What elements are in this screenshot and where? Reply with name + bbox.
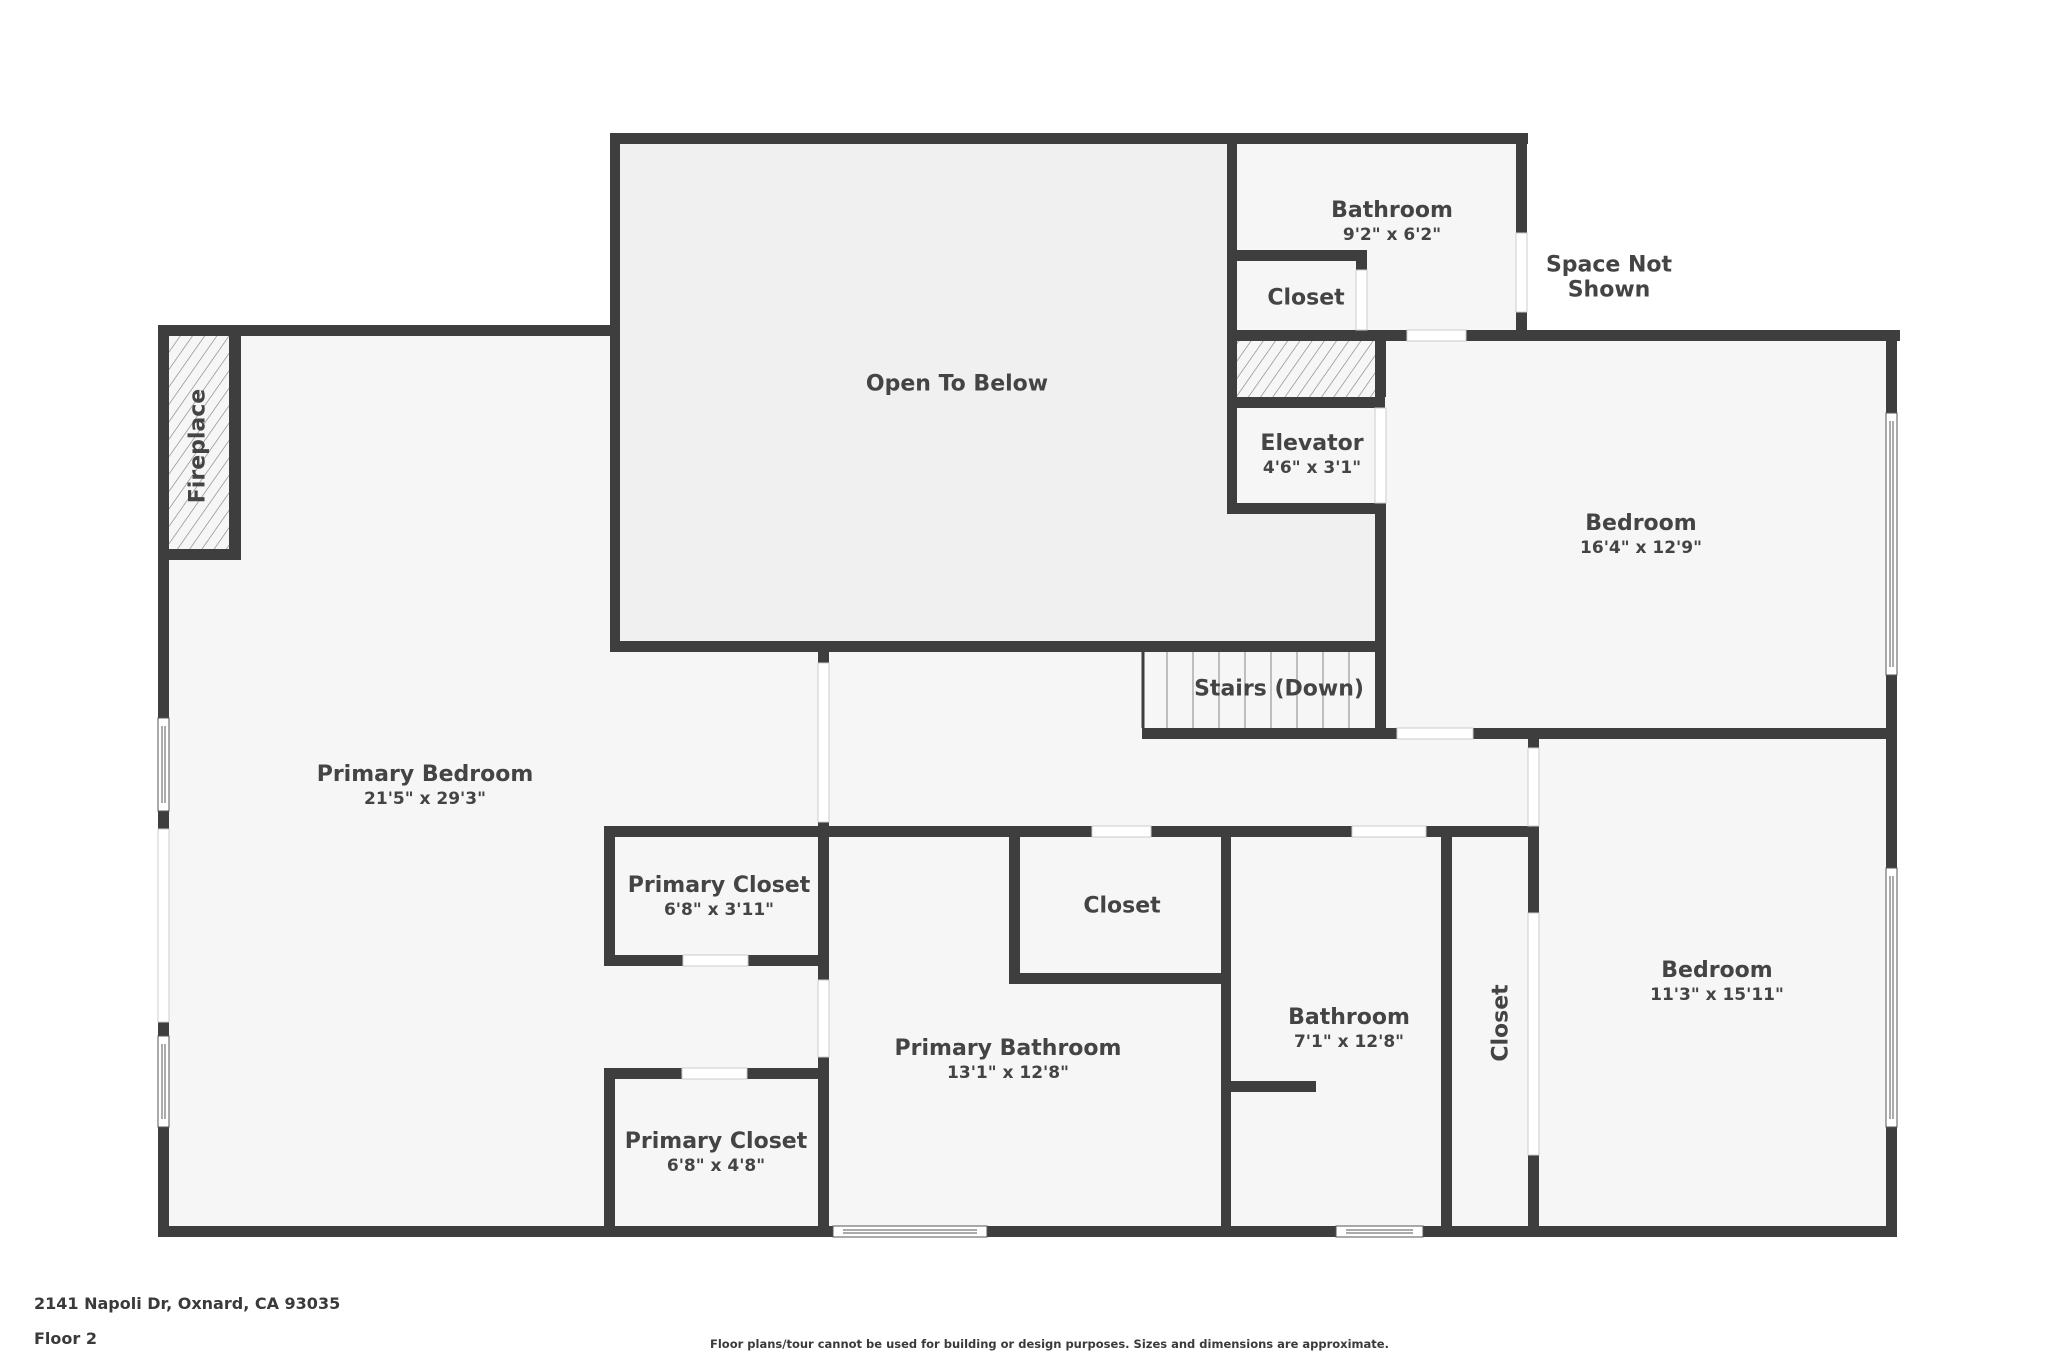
walls xyxy=(158,133,1900,1237)
room-dimensions: 13'1" x 12'8" xyxy=(947,1063,1069,1084)
room-title: Closet xyxy=(1488,984,1514,1062)
primary-bedroom-label: Primary Bedroom 21'5" x 29'3" xyxy=(317,762,534,810)
room-title: Primary Closet xyxy=(624,1129,808,1155)
bedroom-upper-right-floor xyxy=(1380,336,1891,734)
room-title: Bedroom xyxy=(1661,958,1773,984)
room-title: Primary Closet xyxy=(627,873,811,899)
room-title: Fireplace xyxy=(185,388,211,504)
elevator-floor xyxy=(1232,402,1380,508)
room-dimensions: 11'3" x 15'11" xyxy=(1650,985,1784,1006)
room-title: Bedroom xyxy=(1585,511,1697,537)
room-dimensions: 6'8" x 3'11" xyxy=(663,900,775,921)
bedroom-upper-right-label: Bedroom 16'4" x 12'9" xyxy=(1580,511,1702,559)
disclaimer: Floor plans/tour cannot be used for buil… xyxy=(710,1337,1389,1351)
room-title: Elevator xyxy=(1260,431,1364,457)
primary-closet-1-label: Primary Closet 6'8" x 3'11" xyxy=(628,873,810,921)
floor-number: Floor 2 xyxy=(34,1329,97,1348)
closet-upper-label: Closet xyxy=(1267,285,1344,310)
room-dimensions: 7'1" x 12'8" xyxy=(1293,1032,1405,1053)
room-title: Closet xyxy=(1267,285,1345,311)
room-dimensions: 6'8" x 4'8" xyxy=(666,1156,766,1177)
bedroom-lower-right-floor xyxy=(1534,733,1891,1227)
fireplace-hatch xyxy=(169,336,229,555)
room-title: Open To Below xyxy=(865,371,1049,397)
room-dimensions: 21'5" x 29'3" xyxy=(364,789,486,810)
fireplace-label: Fireplace xyxy=(185,389,210,503)
space-not-shown-label: Space Not Shown xyxy=(1546,253,1672,304)
door-openings xyxy=(157,232,1540,1156)
bathroom-upper-label: Bathroom 9'2" x 6'2" xyxy=(1331,198,1453,246)
open-to-below-label: Open To Below xyxy=(866,371,1048,396)
room-title: Bathroom xyxy=(1331,198,1453,224)
room-dimensions: 16'4" x 12'9" xyxy=(1580,538,1702,559)
primary-bathroom-label: Primary Bathroom 13'1" x 12'8" xyxy=(895,1036,1122,1084)
room-title: Primary Bathroom xyxy=(894,1036,1122,1062)
elevator-label: Elevator 4'6" x 3'1" xyxy=(1260,431,1363,479)
room-title: Stairs (Down) xyxy=(1194,676,1364,702)
room-title: Primary Bedroom xyxy=(316,762,534,788)
primary-bedroom-floor xyxy=(164,331,1534,1227)
bathroom-lower-label: Bathroom 7'1" x 12'8" xyxy=(1288,1005,1410,1053)
closet-mid-label: Closet xyxy=(1083,893,1160,918)
room-dimensions: 9'2" x 6'2" xyxy=(1342,225,1442,246)
windows xyxy=(157,412,1898,1238)
bedroom-lower-right-label: Bedroom 11'3" x 15'11" xyxy=(1650,958,1784,1006)
property-address: 2141 Napoli Dr, Oxnard, CA 93035 xyxy=(34,1294,341,1313)
room-title-line2: Shown xyxy=(1567,278,1651,303)
room-title-line1: Space Not xyxy=(1545,252,1673,278)
stairs-treads xyxy=(1141,649,1375,728)
room-fills xyxy=(164,139,1891,1227)
room-dimensions: 4'6" x 3'1" xyxy=(1262,458,1362,479)
bathroom-upper-floor xyxy=(1232,139,1522,336)
room-title: Bathroom xyxy=(1288,1005,1410,1031)
shaft-hatch xyxy=(1237,341,1375,397)
primary-closet-2-label: Primary Closet 6'8" x 4'8" xyxy=(625,1129,807,1177)
stairs-label: Stairs (Down) xyxy=(1194,676,1364,701)
open-to-below-floor xyxy=(615,139,1380,646)
closet-vertical-label: Closet xyxy=(1488,984,1513,1061)
room-title: Closet xyxy=(1083,893,1161,919)
